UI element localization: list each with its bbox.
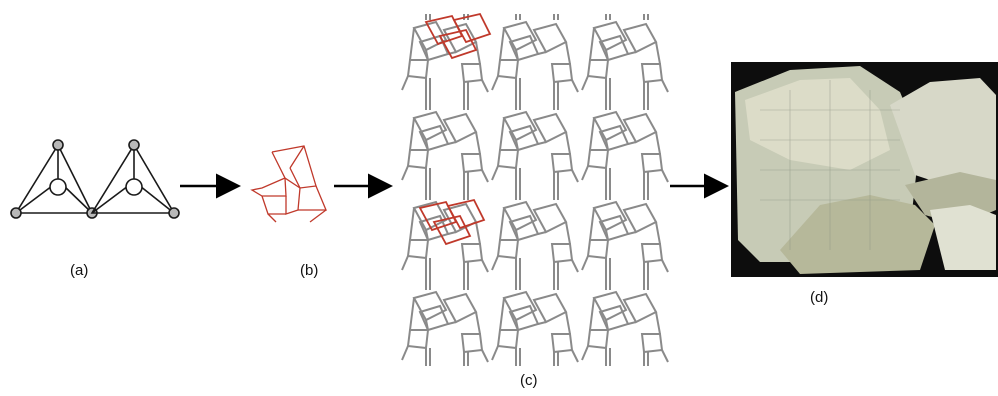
zeolite-framework-icon <box>400 12 670 366</box>
mineral-rock-photo <box>731 62 998 277</box>
tetrahedron-icon <box>10 139 98 219</box>
label-d: (d) <box>810 289 829 306</box>
label-c: (c) <box>520 372 538 389</box>
label-b: (b) <box>300 262 319 279</box>
cage-unit-icon <box>250 145 327 223</box>
label-a: (a) <box>70 262 89 279</box>
tetrahedron-icon <box>90 139 180 219</box>
